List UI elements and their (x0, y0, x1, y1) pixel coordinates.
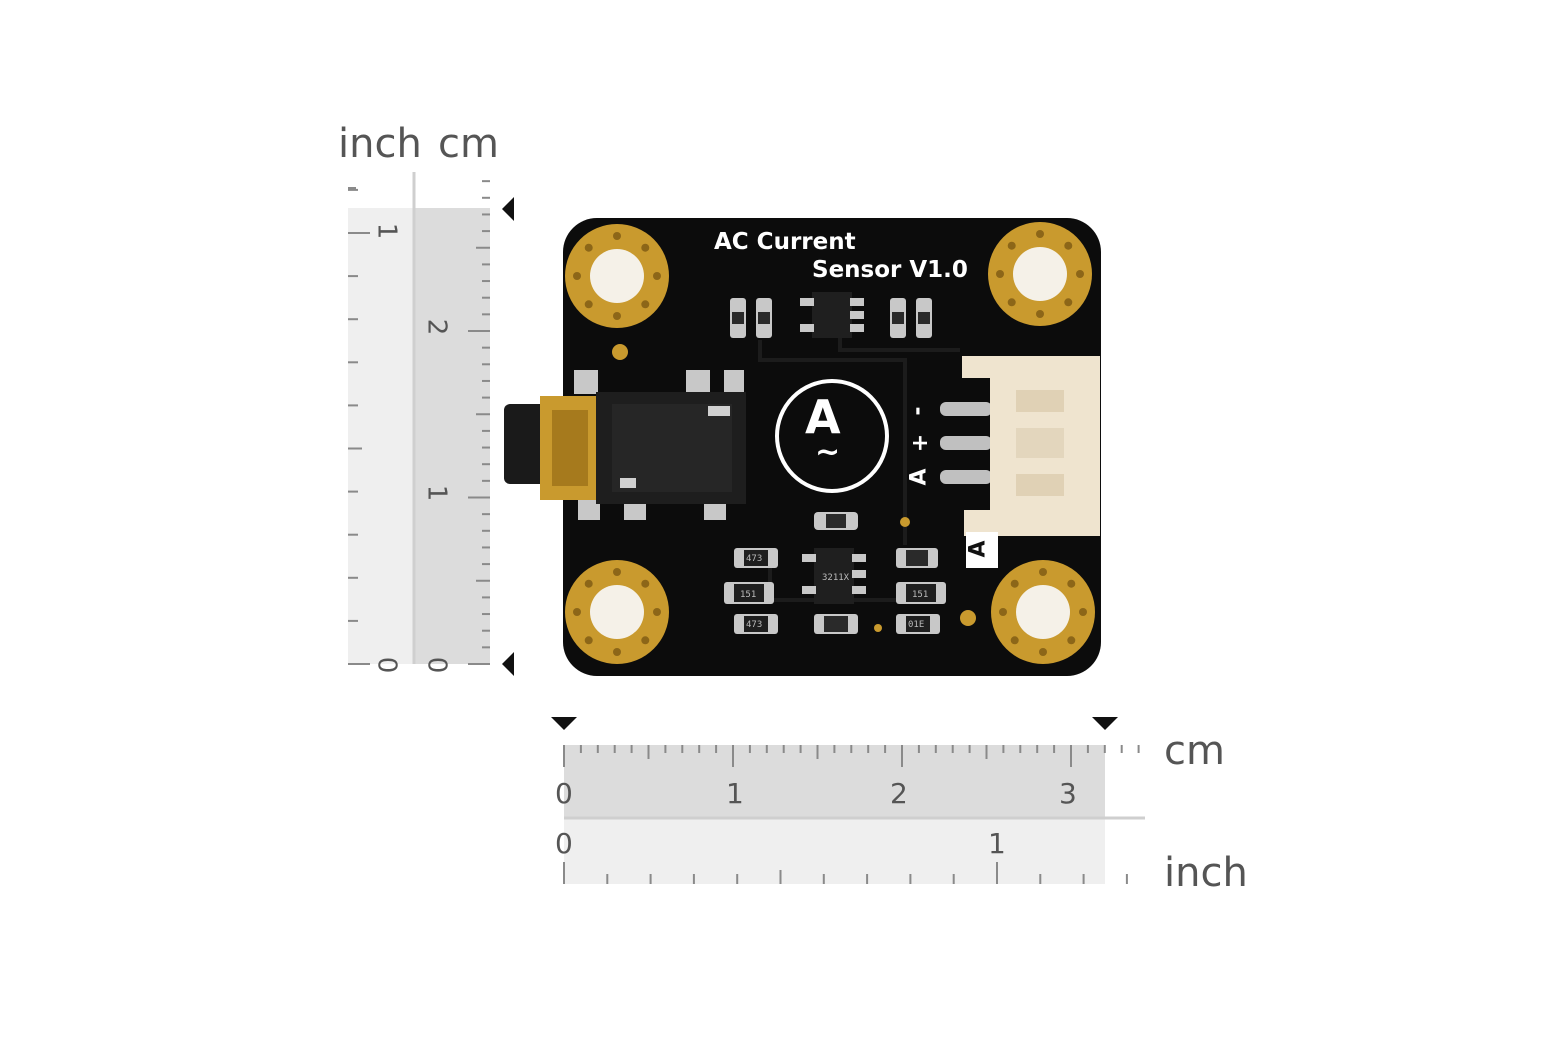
via (641, 300, 650, 309)
pin-minus-label: - (905, 406, 931, 416)
via (1076, 270, 1084, 278)
via (641, 579, 650, 588)
via (1010, 579, 1019, 588)
via (996, 270, 1004, 278)
logo-letter: A (805, 390, 841, 444)
via (613, 568, 621, 576)
via (1010, 636, 1019, 645)
via (641, 636, 650, 645)
board-title-line1: AC Current (714, 229, 856, 255)
via (584, 636, 593, 645)
vertical-ruler-inch-label: inch (338, 121, 422, 167)
pin-plus-label: + (908, 433, 934, 453)
board-title-line2: Sensor V1.0 (812, 257, 968, 283)
via (653, 608, 661, 616)
via (573, 272, 581, 280)
via (1067, 636, 1076, 645)
horizontal-ruler-inch-label: inch (1164, 850, 1248, 896)
via (613, 648, 621, 656)
horizontal-inch-number: 1 (988, 827, 1006, 860)
connector-tag-label: A (965, 540, 991, 558)
svg-text:01E: 01E (908, 620, 924, 630)
via (613, 232, 621, 240)
audio-jack (504, 370, 746, 520)
via (584, 243, 593, 252)
svg-text:151: 151 (912, 590, 928, 600)
via (1007, 241, 1016, 250)
via (1079, 608, 1087, 616)
svg-text:473: 473 (746, 620, 762, 630)
via (1064, 241, 1073, 250)
pin-signal-label: A (906, 468, 932, 486)
via (999, 608, 1007, 616)
via (1039, 648, 1047, 656)
via (613, 312, 621, 320)
svg-text:473: 473 (746, 554, 762, 564)
via (641, 243, 650, 252)
horizontal-cm-number: 1 (726, 777, 744, 810)
vertical-ruler-cm-label: cm (438, 121, 499, 167)
top-components (730, 292, 932, 338)
via (1039, 568, 1047, 576)
via (1036, 310, 1044, 318)
via (1007, 298, 1016, 307)
horizontal-cm-number: 0 (555, 777, 573, 810)
via (573, 608, 581, 616)
jst-connector (940, 356, 1100, 568)
via (1036, 230, 1044, 238)
horizontal-inch-number: 0 (555, 827, 573, 860)
via (1064, 298, 1073, 307)
via (584, 300, 593, 309)
via (1067, 579, 1076, 588)
svg-text:151: 151 (740, 590, 756, 600)
horizontal-cm-number: 2 (890, 777, 908, 810)
logo-tilde: ~ (815, 435, 841, 470)
horizontal-cm-number: 3 (1059, 777, 1077, 810)
via (584, 579, 593, 588)
bottom-components: 473 3211X 151 151 473 (724, 512, 946, 634)
svg-text:3211X: 3211X (822, 573, 850, 583)
logo-circle (775, 379, 889, 493)
via (653, 272, 661, 280)
horizontal-ruler-cm-label: cm (1164, 728, 1225, 774)
